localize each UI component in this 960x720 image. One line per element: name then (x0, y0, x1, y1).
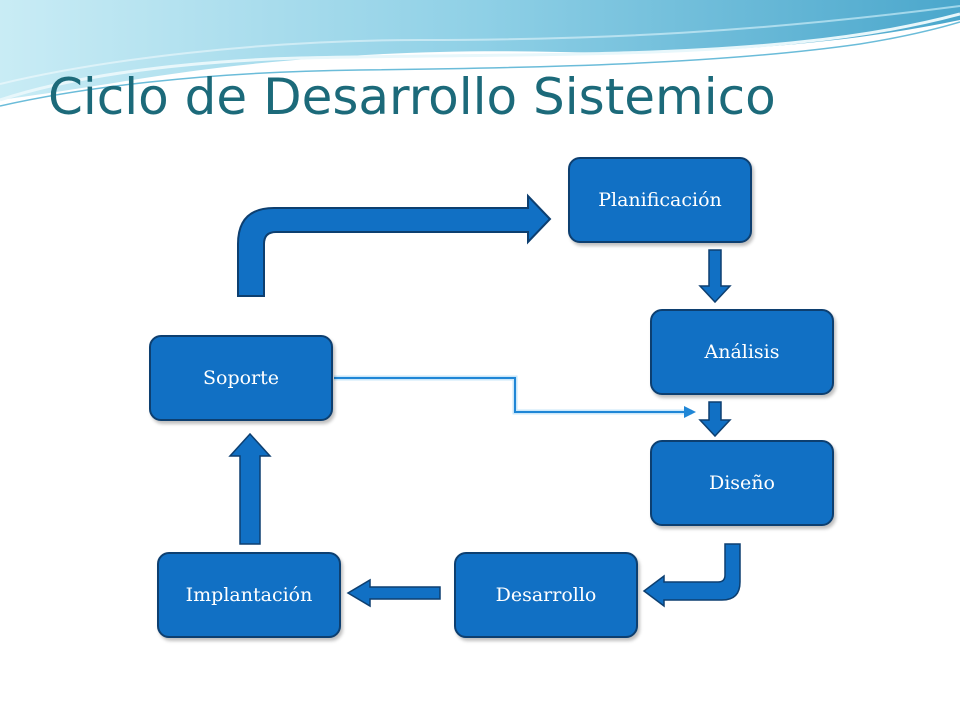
stage-implantacion[interactable]: Implantación (157, 552, 341, 638)
bent-arrow-soporte-to-planificacion (237, 193, 552, 297)
stage-desarrollo-label: Desarrollo (495, 584, 597, 606)
header-wave-decoration (0, 0, 960, 107)
stage-planificacion[interactable]: Planificación (568, 157, 752, 243)
stage-soporte[interactable]: Soporte (149, 335, 333, 421)
faint-connector-label: Mantenimiento (466, 444, 552, 459)
stage-analisis-label: Análisis (704, 341, 780, 363)
slide-title: Ciclo de Desarrollo Sistemico (48, 68, 776, 126)
arrow-implantacion-to-soporte (228, 432, 272, 545)
stage-soporte-label: Soporte (202, 367, 280, 389)
arrow-planificacion-to-analisis (698, 249, 732, 304)
arrow-diseno-to-desarrollo (642, 543, 741, 608)
stage-diseno[interactable]: Diseño (650, 440, 834, 526)
stage-implantacion-label: Implantación (185, 584, 313, 606)
stage-planificacion-label: Planificación (598, 189, 722, 211)
stage-diseno-label: Diseño (709, 472, 775, 494)
stage-desarrollo[interactable]: Desarrollo (454, 552, 638, 638)
arrow-analisis-to-diseno (698, 401, 732, 438)
stage-analisis[interactable]: Análisis (650, 309, 834, 395)
arrow-desarrollo-to-implantacion (346, 578, 441, 608)
connector-soporte-to-diseno (334, 375, 696, 418)
